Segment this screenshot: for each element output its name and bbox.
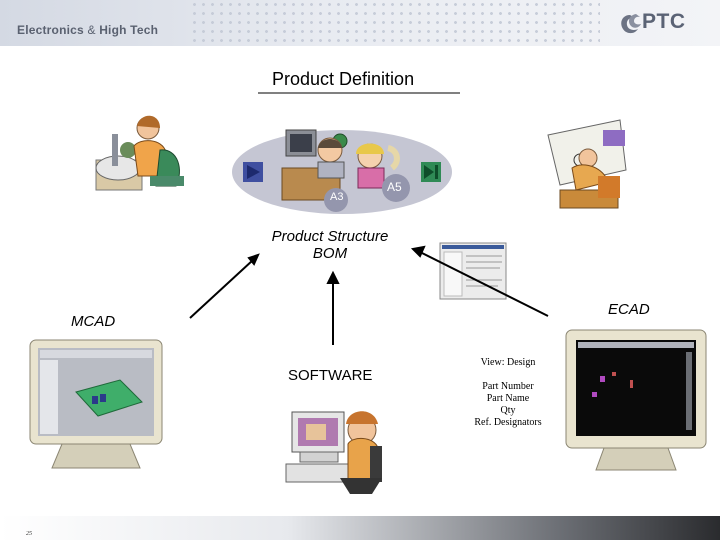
badge-a3-label: A3 [330,191,344,203]
ecad-designer-illustration [547,119,627,209]
product-structure-line2: BOM [312,245,348,262]
ecad-label: ECAD [608,301,650,318]
brand-title: Electronics & High Tech [17,23,158,37]
field-part-number: Part Number [482,381,534,392]
badge-a5-circle [382,174,410,202]
field-ref-designators: Ref. Designators [474,417,542,428]
software-developer-illustration [285,411,382,494]
mcad-engineer-illustration [95,115,184,191]
brand-title-right: High Tech [99,23,159,37]
field-part-name: Part Name [486,393,530,404]
slide-number: 25 [26,531,32,537]
brand-title-left: Electronics [17,23,84,37]
ecad-monitor-illustration [565,329,707,471]
ptc-logo-icon [621,14,641,34]
mcad-label: MCAD [71,313,116,330]
part-fields-list: Part Number Part Name Qty Ref. Designato… [460,381,556,429]
arrow-head-software [326,270,340,284]
header-banner: Electronics & High Tech PTC [0,0,720,46]
page-title: Product Definition [272,69,415,89]
arrow-head-mcad [247,253,260,266]
footer-bar [0,516,720,540]
view-design-label: View: Design [480,357,536,368]
flow-arrows [189,245,549,345]
product-structure-line1: Product Structure [271,228,389,245]
brand-title-amp: & [83,23,100,37]
field-qty: Qty [500,405,516,416]
ptc-logo-text: PTC [642,10,686,33]
software-label: SOFTWARE [288,367,373,384]
bom-screen-illustration [439,242,507,300]
mcad-monitor-illustration [29,339,163,469]
arrow-head-ecad [410,245,426,258]
header-dot-pattern [190,0,600,46]
badge-a5-label: A5 [387,180,402,194]
product-structure-label: Product Structure BOM [250,228,410,262]
badge-a3-circle [324,188,348,212]
